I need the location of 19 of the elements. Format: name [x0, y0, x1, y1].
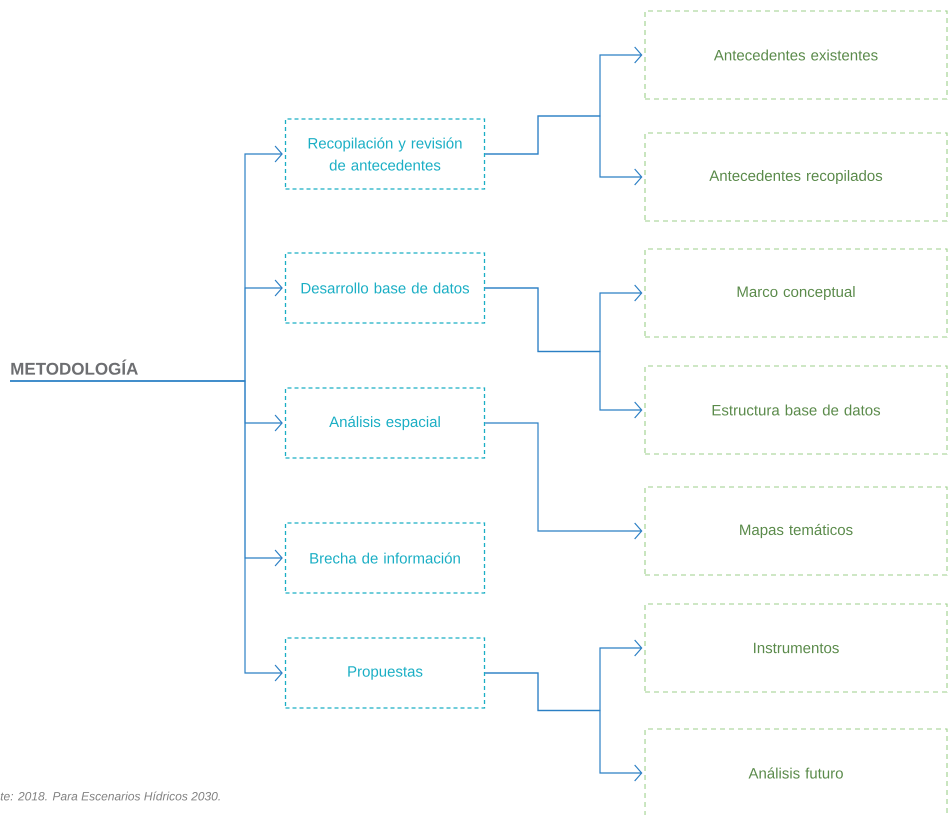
result-box: Análisis futuro — [644, 728, 948, 815]
process-box: Análisis espacial — [284, 387, 486, 459]
result-box: Marco conceptual — [644, 248, 948, 338]
result-box: Antecedentes recopilados — [644, 132, 948, 222]
result-box: Mapas temáticos — [644, 486, 948, 576]
result-box: Antecedentes existentes — [644, 10, 948, 100]
process-box: Recopilación y revisión de antecedentes — [284, 118, 486, 190]
arrow — [485, 287, 642, 418]
process-box: Propuestas — [284, 637, 486, 709]
process-box: Desarrollo base de datos — [284, 252, 486, 324]
result-box: Instrumentos — [644, 603, 948, 693]
arrow — [485, 115, 642, 186]
arrow — [10, 380, 283, 682]
arrow — [485, 422, 642, 540]
process-box: Brecha de información — [284, 522, 486, 594]
arrow — [485, 672, 642, 782]
section-heading: METODOLOGÍA — [11, 360, 138, 375]
caption: te: 2018. Para Escenarios Hídricos 2030. — [0, 792, 220, 800]
result-box: Estructura base de datos — [644, 365, 948, 455]
